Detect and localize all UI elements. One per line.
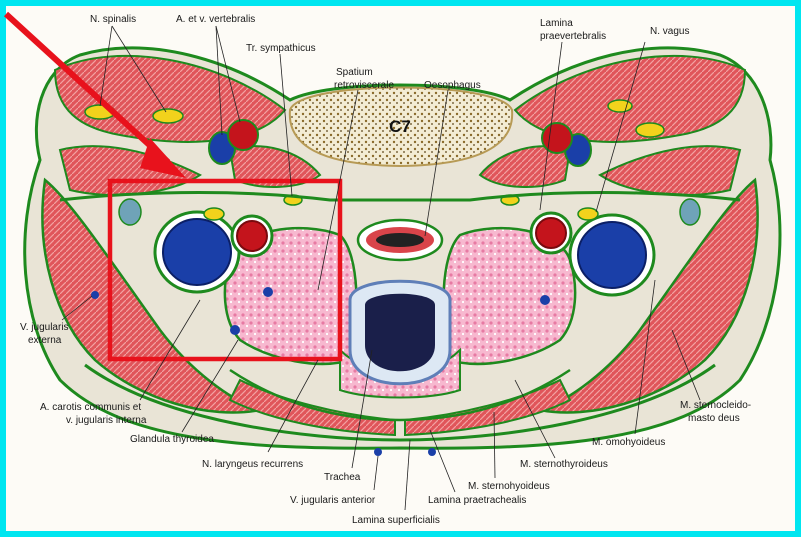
small-vein-3 bbox=[540, 295, 550, 305]
n-vagus-left bbox=[204, 208, 224, 220]
label-spatium: Spatium bbox=[336, 67, 373, 78]
label-m-sternocleidomastoideus: M. sternocleido- bbox=[680, 400, 751, 411]
a-vertebralis-right bbox=[542, 123, 572, 153]
small-vein-1 bbox=[263, 287, 273, 297]
v-jugularis-externa-right bbox=[680, 199, 700, 225]
label-v-jugularis-externa-2: externa bbox=[28, 335, 62, 346]
v-jugularis-externa-branch bbox=[91, 291, 99, 299]
label-lamina-praetrachealis: Lamina praetrachealis bbox=[428, 495, 526, 506]
label-n-vagus: N. vagus bbox=[650, 26, 689, 37]
small-vein-2 bbox=[230, 325, 240, 335]
label-carotis-2: v. jugularis interna bbox=[66, 415, 147, 426]
v-jugularis-anterior-right bbox=[428, 448, 436, 456]
a-vertebralis-left bbox=[228, 120, 258, 150]
label-a-v-vertebralis: A. et v. vertebralis bbox=[176, 14, 255, 25]
oesophagus-lumen bbox=[376, 233, 424, 247]
label-lamina-praevertebralis-2: praevertebralis bbox=[540, 31, 606, 42]
n-vagus-right bbox=[578, 208, 598, 220]
v-jugularis-anterior-left bbox=[374, 448, 382, 456]
vertebra-label: C7 bbox=[389, 117, 411, 136]
label-carotis: A. carotis communis et bbox=[40, 402, 141, 413]
label-n-laryngeus-recurrens: N. laryngeus recurrens bbox=[202, 459, 303, 470]
trachea-lumen bbox=[365, 294, 435, 372]
v-jugularis-externa-left bbox=[119, 199, 141, 225]
label-trachea: Trachea bbox=[324, 472, 361, 483]
label-tr-sympathicus: Tr. sympathicus bbox=[246, 43, 316, 54]
n-spinalis-left-2 bbox=[153, 109, 183, 123]
n-spinalis-right-2 bbox=[608, 100, 632, 112]
label-spatium-2: retroviscerale bbox=[334, 80, 394, 91]
label-n-spinalis: N. spinalis bbox=[90, 14, 136, 25]
label-m-sternocleidomastoideus-2: masto deus bbox=[688, 413, 740, 424]
label-glandula-thyroidea: Glandula thyroidea bbox=[130, 434, 214, 445]
label-m-omohyoideus: M. omohyoideus bbox=[592, 437, 665, 448]
label-oesophagus: Oesophagus bbox=[424, 80, 481, 91]
label-v-jugularis-externa: V. jugularis bbox=[20, 322, 69, 333]
label-lamina-superficialis: Lamina superficialis bbox=[352, 515, 440, 526]
label-m-sternohyoideus: M. sternohyoideus bbox=[468, 481, 550, 492]
label-m-sternothyroideus: M. sternothyroideus bbox=[520, 459, 608, 470]
label-v-jugularis-anterior: V. jugularis anterior bbox=[290, 495, 376, 506]
label-lamina-praevertebralis: Lamina bbox=[540, 18, 573, 29]
n-spinalis-right bbox=[636, 123, 664, 137]
